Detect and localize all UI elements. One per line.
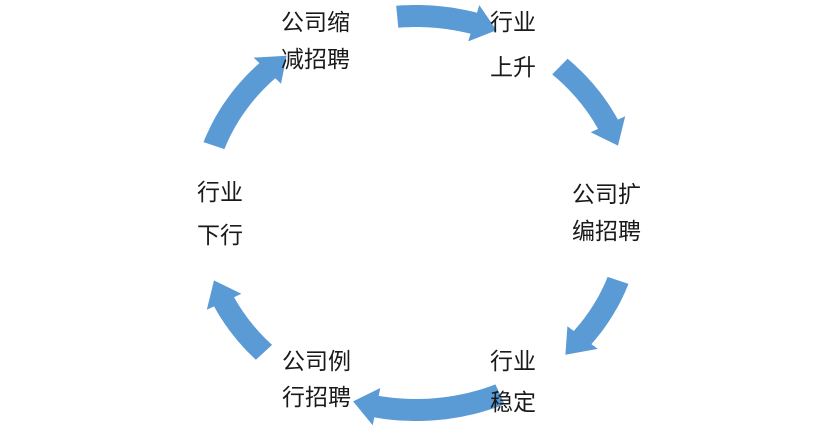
cycle-arrows [203, 5, 629, 426]
cycle-arrow-icon [206, 280, 273, 360]
node-label-line: 公司例 [282, 349, 351, 375]
node-label-line: 行招聘 [282, 385, 351, 411]
node-label-line: 编招聘 [572, 219, 641, 245]
cycle-arrow-icon [203, 55, 287, 150]
node-company-expand-hiring: 公司扩 编招聘 [572, 182, 641, 245]
node-label-line: 公司扩 [572, 182, 641, 208]
node-label-line: 行业 [490, 349, 536, 375]
node-label-line: 行业 [197, 180, 243, 206]
node-industry-decline: 行业 下行 [197, 180, 243, 249]
cycle-arrow-icon [396, 5, 497, 42]
node-company-routine-hiring: 公司例 行招聘 [282, 349, 351, 411]
node-label-line: 下行 [197, 223, 243, 249]
cycle-arrow-icon [353, 384, 505, 426]
cycle-arrow-icon [552, 58, 626, 146]
node-company-reduce-hiring: 公司缩 减招聘 [281, 10, 350, 73]
node-label-line: 减招聘 [281, 47, 350, 73]
node-label-line: 公司缩 [281, 10, 350, 36]
node-industry-stable: 行业 稳定 [490, 349, 536, 416]
node-industry-rise: 行业 上升 [490, 10, 536, 81]
node-label-line: 稳定 [490, 390, 536, 416]
cycle-arrow-icon [565, 276, 629, 355]
node-label-line: 上升 [490, 55, 536, 81]
node-label-line: 行业 [490, 10, 536, 36]
